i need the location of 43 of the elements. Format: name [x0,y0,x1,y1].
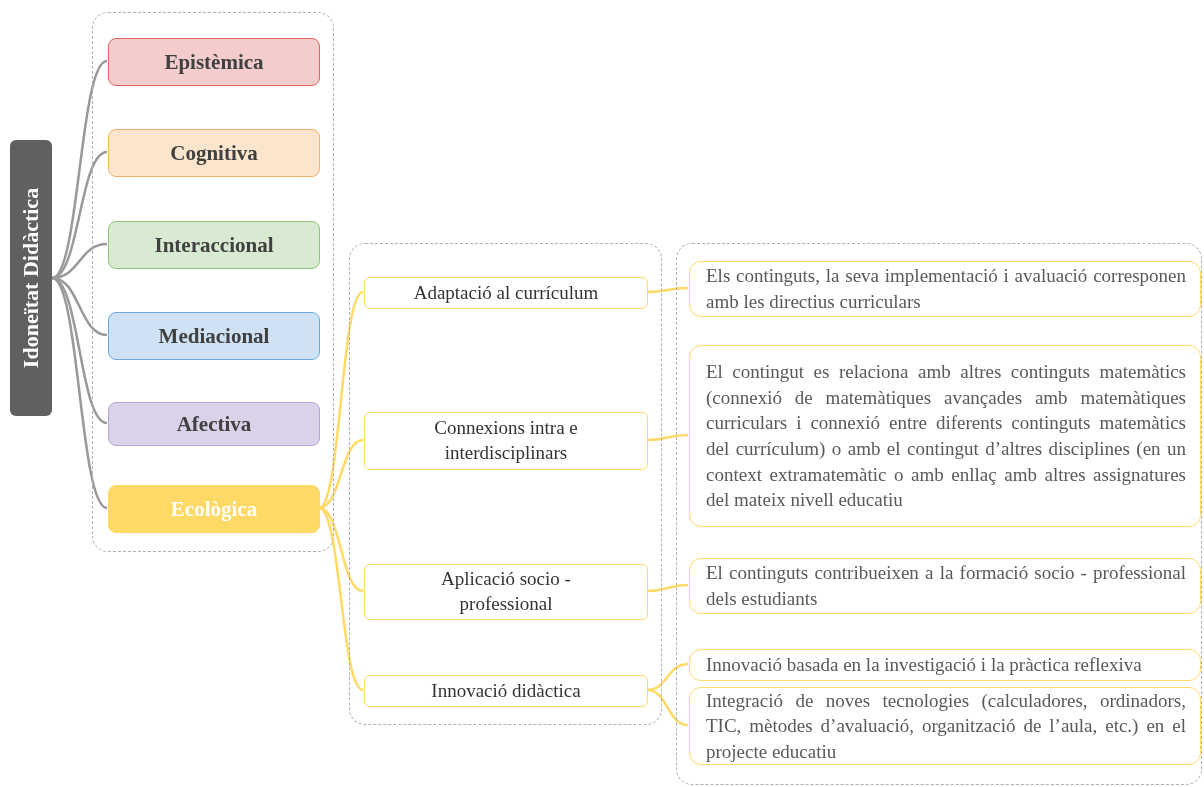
group-frame [676,243,1202,785]
group-frame [92,12,334,552]
description-text: Els continguts, la seva implementació i avaluació corresponen amb les directius curriculars [705,264,1187,314]
category-box [108,402,320,446]
description-box [689,649,1201,681]
criterion-box [364,277,648,309]
description-box [689,345,1201,527]
description-text: El contingut es relaciona amb altres continguts matemàtics (connexió de matemàtiques avançades amb matemàtiques curriculars i connexió entre diferents continguts matemàtics del currículum) o amb el contingut d’altres disciplines (en un context extramatemàtic o amb enllaç amb altres assignatures del mateix nivell educatiu [705,360,1187,513]
connector-line [646,688,689,727]
connector-line [51,277,108,509]
description-box [689,558,1201,614]
category-label: Ecològica [170,496,258,522]
category-label: Interaccional [154,232,274,258]
connector-line [646,583,689,593]
criterion-label: Connexions intra e interdisciplinars [433,416,579,465]
criterion-label: Adaptació al currículum [412,280,600,305]
category-box [108,129,320,177]
criterion-box [364,564,648,620]
description-text: El continguts contribueixen a la formació socio - professional dels estudiants [705,561,1187,611]
category-label: Epistèmica [164,49,264,75]
criterion-box [364,412,648,470]
category-box [108,312,320,360]
connector-line [318,506,364,692]
connector-line [51,150,108,280]
category-label: Afectiva [176,411,252,437]
description-text: Integració de noves tecnologies (calculadores, ordinadors, TIC, mètodes d’avaluació, organització de l’aula, etc.) en el projecte educatiu [705,688,1187,764]
category-label: Mediacional [158,323,270,349]
connector-line [646,286,689,294]
connector-line [318,291,364,509]
description-box [689,261,1201,317]
criterion-label: Innovació didàctica [430,678,582,703]
criterion-label: Aplicació socio - professional [440,567,572,616]
root-box [10,140,52,416]
group-frame [349,243,662,725]
category-box [108,38,320,86]
category-label: Cognitiva [170,140,258,166]
category-box [108,485,320,533]
category-box [108,221,320,269]
connector-line [51,59,108,280]
title-label: Idoneïtat Didàctica [18,187,44,369]
criterion-box [364,675,648,707]
connector-line [646,433,689,442]
description-text: Innovació basada en la investigació i la pràctica reflexiva [705,653,1143,678]
